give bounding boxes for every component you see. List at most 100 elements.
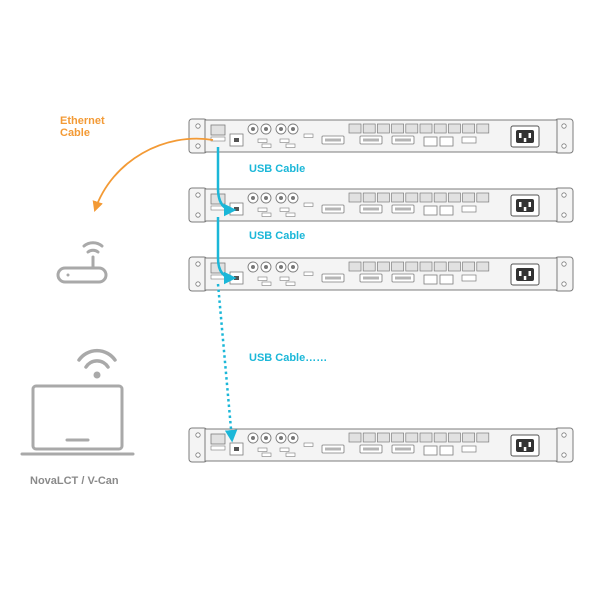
power-pin <box>523 138 527 142</box>
rj45-port <box>448 192 461 203</box>
hdmi-port <box>257 276 268 281</box>
router-icon <box>56 241 108 284</box>
rj45-port <box>419 123 433 134</box>
rj45-port <box>377 123 390 134</box>
hdmi-port <box>279 276 290 281</box>
round-connector-pin <box>279 436 283 440</box>
aux-port <box>461 136 477 144</box>
rj45-port <box>362 432 376 443</box>
usb-port-core <box>234 207 239 211</box>
port-slot <box>210 445 226 451</box>
dvi-port-pins <box>363 447 379 451</box>
rj45-port <box>348 261 362 272</box>
rj45-port <box>348 123 362 134</box>
screw-hole <box>195 143 201 149</box>
screw-hole <box>561 143 567 149</box>
round-connector-pin <box>291 127 295 131</box>
rj45-port <box>476 261 490 272</box>
screw-hole <box>561 452 567 458</box>
hdmi-port <box>285 212 296 217</box>
screw-hole <box>195 192 201 198</box>
dvi-port-pins <box>363 207 379 211</box>
ethernet-label-line1: Ethernet <box>60 115 105 127</box>
rj45-port <box>405 192 419 203</box>
port-slot <box>210 136 226 142</box>
screw-hole <box>561 261 567 267</box>
rj45-port <box>433 192 447 203</box>
rj45-port <box>405 261 419 272</box>
round-connector-pin <box>251 127 255 131</box>
rj45-port <box>462 192 475 203</box>
controller-3 <box>188 256 574 292</box>
ethernet-cable-line <box>92 137 214 213</box>
rj45-port <box>362 261 376 272</box>
power-pin <box>528 133 531 138</box>
usb-port-core <box>234 447 239 451</box>
power-pin <box>528 442 531 447</box>
hdmi-port <box>303 271 314 276</box>
power-pin <box>528 202 531 207</box>
sfp-port <box>439 205 454 216</box>
round-connector-pin <box>279 196 283 200</box>
sfp-port <box>439 274 454 285</box>
round-connector-pin <box>251 436 255 440</box>
controller-4 <box>188 427 574 463</box>
computer-label: NovaLCT / V-Can <box>30 475 119 487</box>
hdmi-port <box>303 442 314 447</box>
power-pin <box>528 271 531 276</box>
screw-hole <box>195 212 201 218</box>
round-connector-pin <box>251 196 255 200</box>
round-connector-pin <box>291 436 295 440</box>
hdmi-port <box>279 447 290 452</box>
usb-label-3: USB Cable…… <box>249 352 327 364</box>
screw-hole <box>561 212 567 218</box>
round-connector-pin <box>264 127 268 131</box>
hdmi-port <box>261 143 272 148</box>
dvi-port-pins <box>395 276 411 280</box>
screw-hole <box>561 281 567 287</box>
ethernet-label-line2: Cable <box>60 127 90 139</box>
usb-cable-3-line <box>216 283 238 443</box>
hdmi-port <box>303 133 314 138</box>
round-connector-pin <box>291 265 295 269</box>
round-connector-pin <box>279 127 283 131</box>
dvi-port-pins <box>363 276 379 280</box>
aux-port <box>461 274 477 282</box>
screw-hole <box>195 432 201 438</box>
rj45-port <box>405 123 419 134</box>
hdmi-port <box>279 207 290 212</box>
hdmi-port <box>257 447 268 452</box>
rj45-port <box>433 432 447 443</box>
dvi-port-pins <box>395 138 411 142</box>
dvi-port-pins <box>325 138 341 142</box>
round-connector-pin <box>279 265 283 269</box>
screw-hole <box>561 123 567 129</box>
rj45-port <box>391 432 404 443</box>
power-pin <box>519 202 522 207</box>
sfp-port <box>439 136 454 147</box>
hdmi-port <box>285 452 296 457</box>
hdmi-port <box>261 212 272 217</box>
screw-hole <box>195 281 201 287</box>
rj45-port <box>462 261 475 272</box>
power-pin <box>523 207 527 211</box>
ethernet-port <box>210 124 226 136</box>
round-connector-pin <box>264 265 268 269</box>
usb-port-core <box>234 138 239 142</box>
controller-stack <box>188 118 574 463</box>
dvi-port-pins <box>395 447 411 451</box>
power-pin <box>523 447 527 451</box>
hdmi-port <box>261 281 272 286</box>
rj45-port <box>462 123 475 134</box>
rj45-port <box>476 123 490 134</box>
usb-label-2: USB Cable <box>249 230 305 242</box>
rj45-port <box>405 432 419 443</box>
rj45-port <box>377 261 390 272</box>
rj45-port <box>433 123 447 134</box>
rj45-port <box>348 192 362 203</box>
round-connector-pin <box>264 196 268 200</box>
rj45-port <box>377 432 390 443</box>
usb-cable-2-line <box>216 217 237 285</box>
rj45-port <box>419 192 433 203</box>
